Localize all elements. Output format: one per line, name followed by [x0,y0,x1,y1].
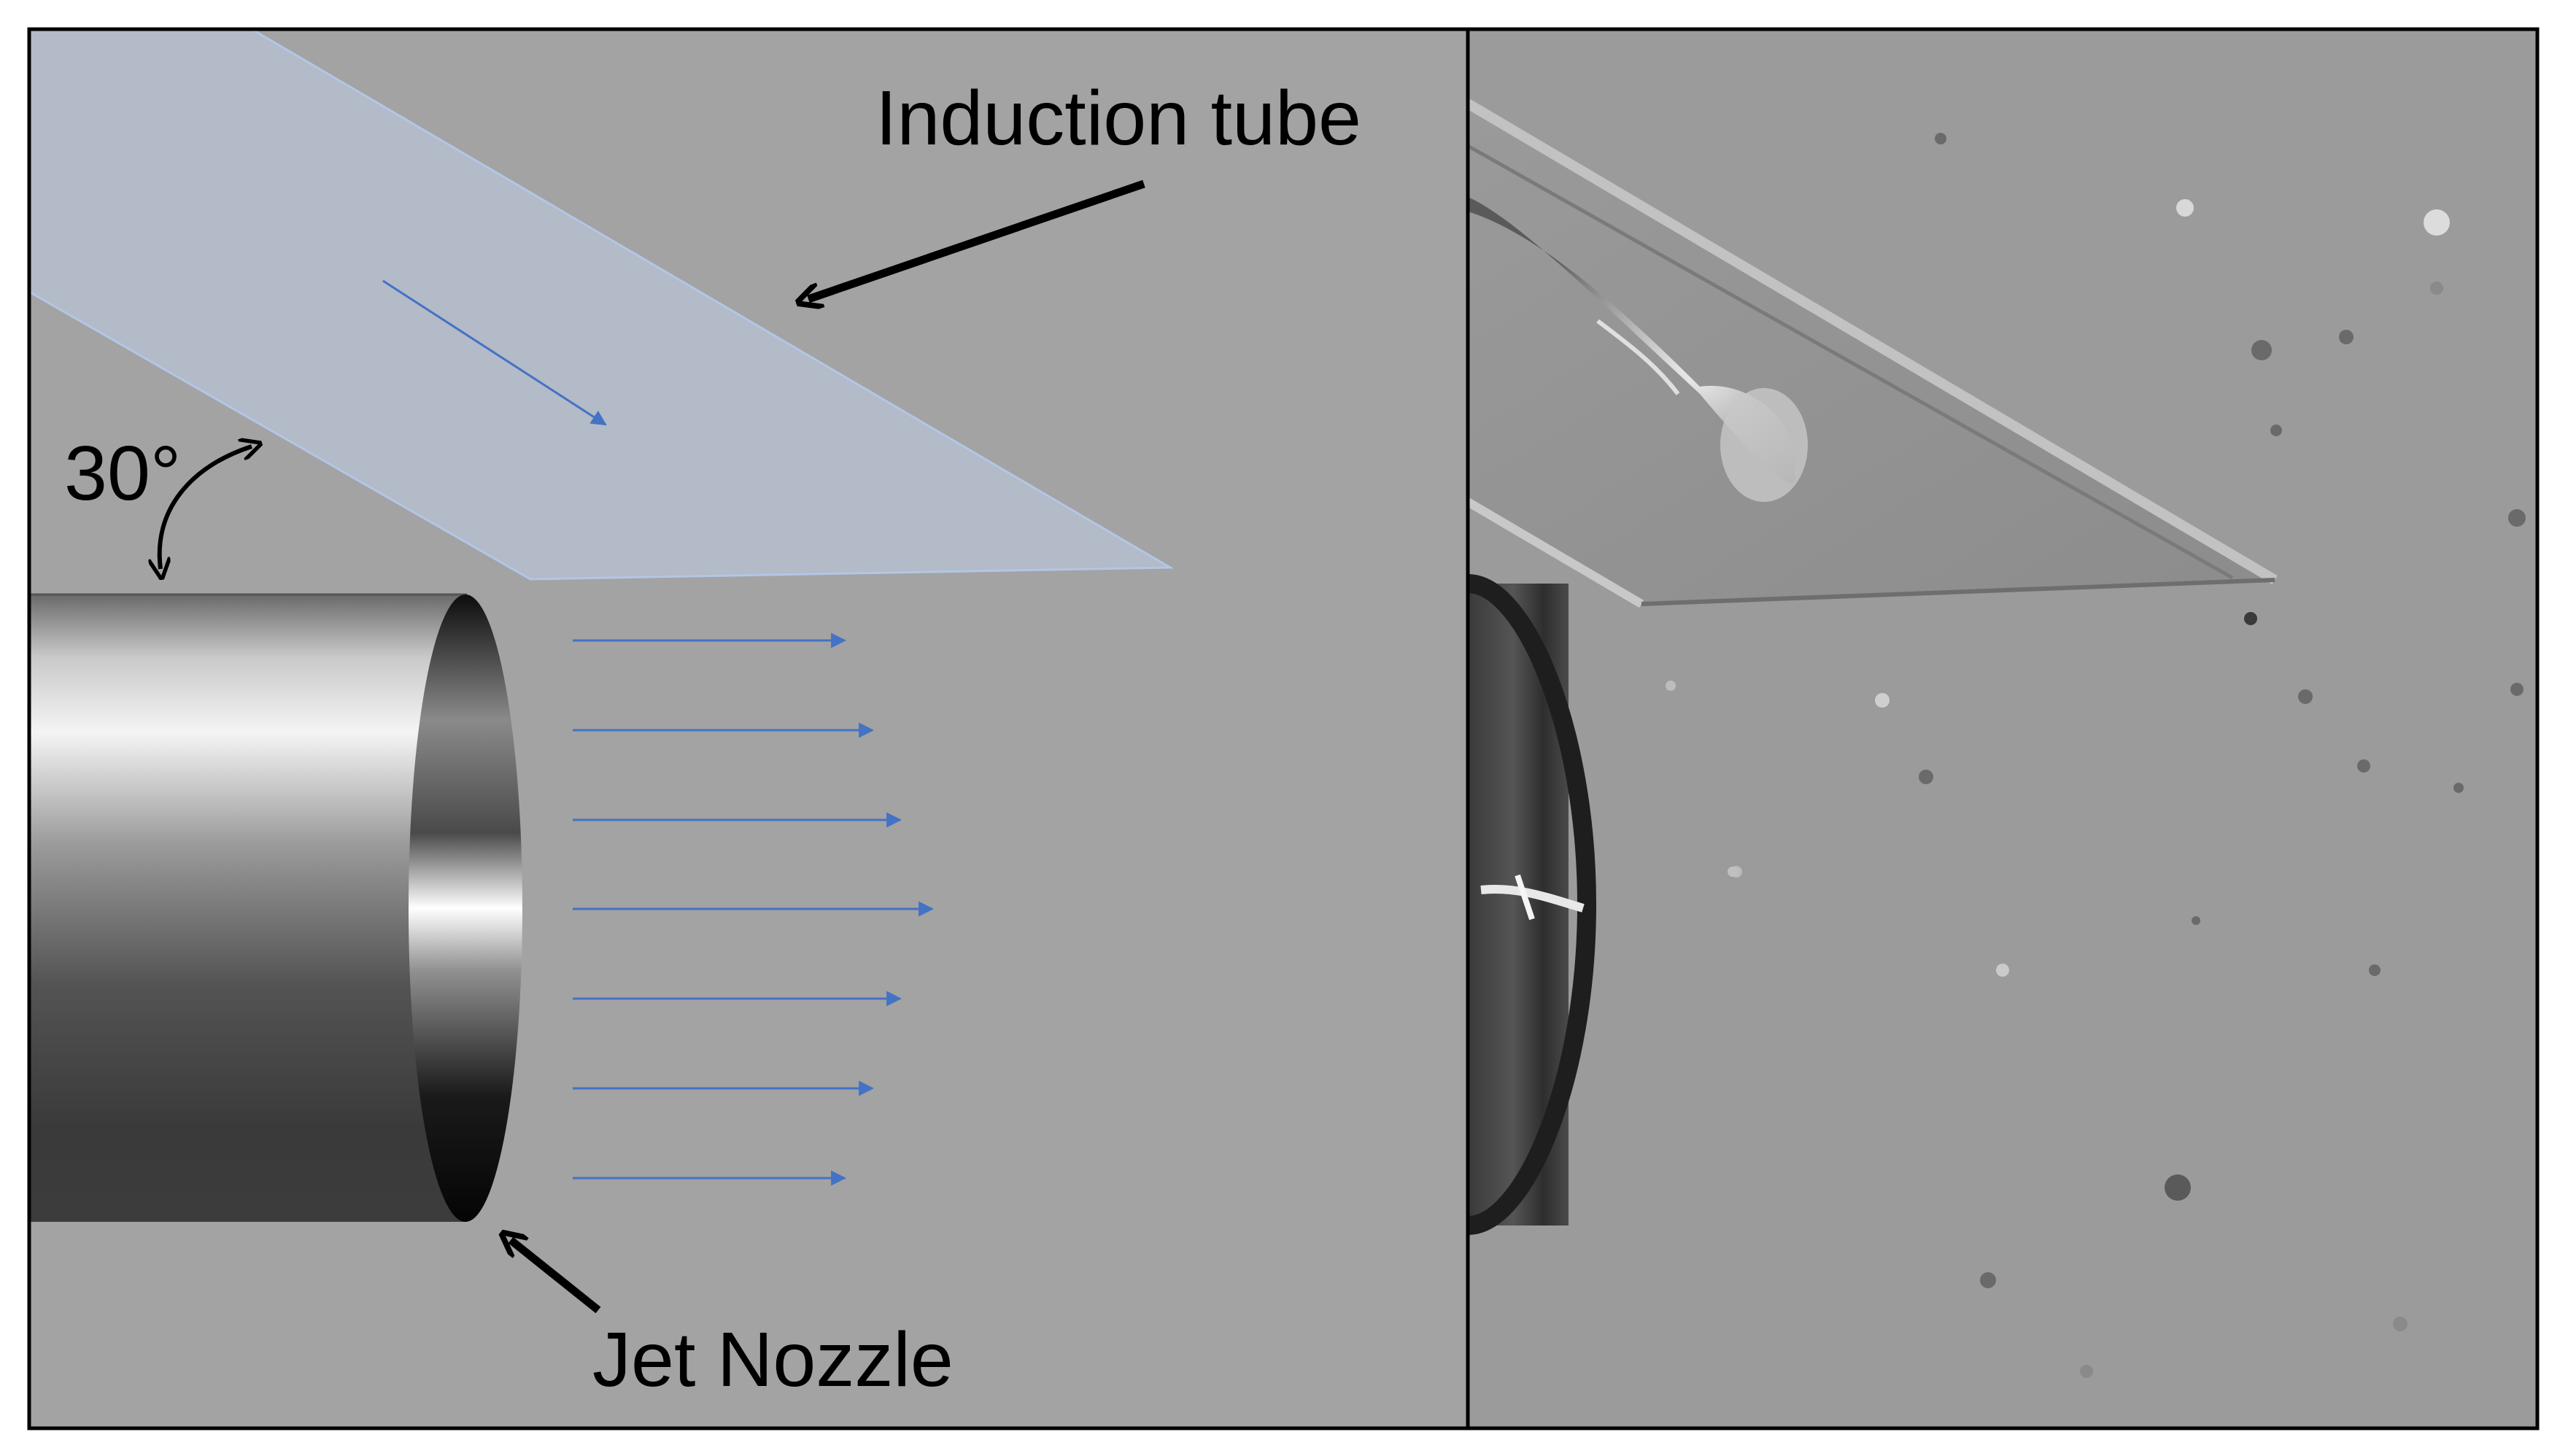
jet-nozzle-pointer-icon [511,1240,601,1314]
photo-fish [1468,197,1808,502]
angle-arrow-icon [160,446,252,569]
angle-label: 30° [64,430,181,516]
photo-particles [1666,133,2526,1378]
induction-tube-label: Induction tube [875,75,1361,161]
figure-border [27,27,2540,1430]
photo-panel [1465,29,2537,1428]
jet-flow-arrows [573,632,935,1186]
photo-induction-tube [1465,98,2278,608]
tube-flow-arrow-icon [382,279,607,426]
jet-nozzle-label: Jet Nozzle [592,1317,954,1403]
schematic-panel: Induction tube 30° Jet Nozzle [28,28,1468,1428]
jet-nozzle-shape [29,593,522,1222]
photo-nozzle [1466,574,1597,1235]
induction-tube-pointer-icon [808,179,1145,299]
